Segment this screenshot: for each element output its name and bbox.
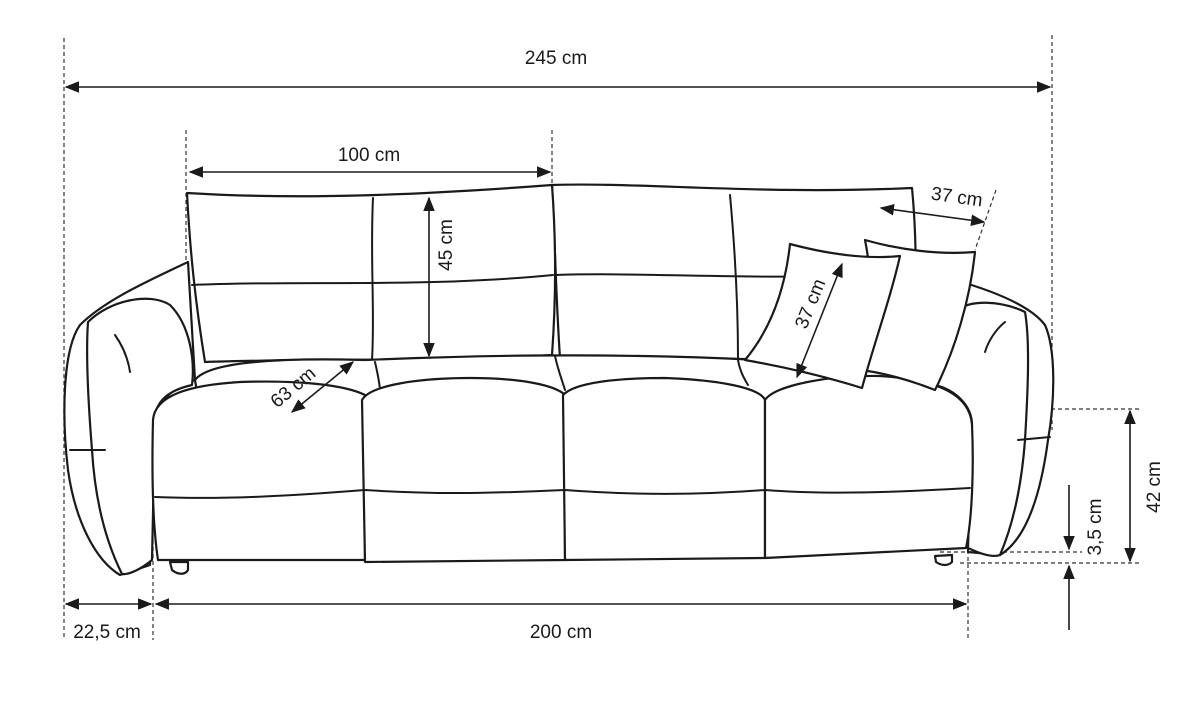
- label-back-cushion-width: 100 cm: [338, 145, 400, 166]
- label-leg-height: 3,5 cm: [1085, 498, 1106, 555]
- label-seat-height: 42 cm: [1144, 461, 1165, 513]
- label-total-width: 245 cm: [525, 48, 587, 69]
- label-pillow-depth: 37 cm: [930, 184, 984, 212]
- sofa-outline: [63, 183, 1055, 577]
- label-back-cushion-height: 45 cm: [436, 219, 457, 271]
- dimension-arrows: [64, 81, 1136, 630]
- label-armrest-width: 22,5 cm: [73, 622, 141, 643]
- label-seat-width: 200 cm: [530, 622, 592, 643]
